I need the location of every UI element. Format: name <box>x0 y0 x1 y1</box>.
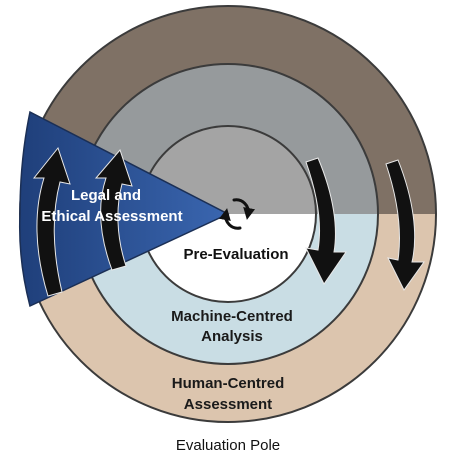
legal-ethical-wedge <box>18 110 230 308</box>
downward-arrows <box>305 157 425 291</box>
machine-centred-label-line1: Machine-Centred <box>171 308 293 325</box>
inner-circle-bottom <box>140 214 316 302</box>
arrow-up-inner-icon <box>94 149 133 271</box>
upward-arrows <box>32 146 133 297</box>
arrow-up-outer-icon <box>32 146 71 297</box>
inner-circle <box>139 125 317 303</box>
labels: Legal and Ethical Assessment Pre-Evaluat… <box>41 187 292 454</box>
cycle-arrows-icon <box>219 198 255 230</box>
human-centred-label-line2: Assessment <box>184 396 272 413</box>
arrow-down-outer-icon <box>385 159 425 291</box>
human-centred-label-line1: Human-Centred <box>172 375 285 392</box>
machine-centred-label-line2: Analysis <box>201 328 263 345</box>
diagram-caption: Evaluation Pole <box>176 437 280 454</box>
wedge-label-line2: Ethical Assessment <box>41 208 182 225</box>
pre-evaluation-label: Pre-Evaluation <box>183 246 288 263</box>
arrow-down-inner-icon <box>305 157 347 285</box>
wedge-label-line1: Legal and <box>71 187 141 204</box>
